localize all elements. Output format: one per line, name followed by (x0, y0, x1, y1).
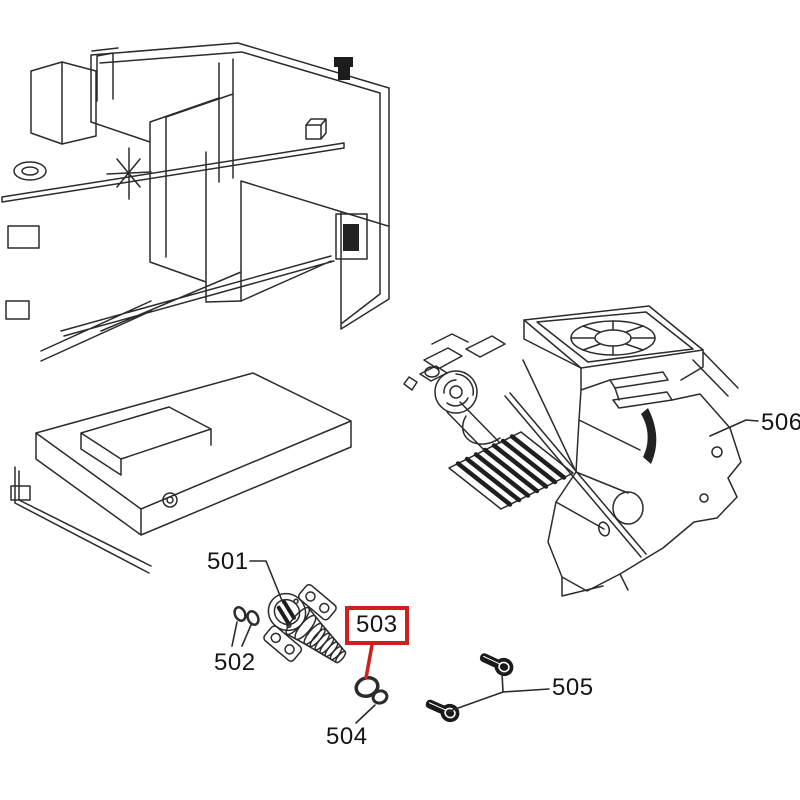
leader-line-503-highlight (364, 643, 374, 680)
o-rings-502-drawing (233, 606, 260, 626)
part-label-503-highlight-box: 503 (345, 606, 409, 645)
part-label-501: 501 (207, 548, 249, 575)
o-ring-503-drawing (354, 675, 380, 699)
o-ring-504-drawing (371, 689, 389, 705)
part-label-505: 505 (552, 674, 594, 701)
valve-drawing (263, 584, 347, 664)
chassis-assembly-drawing (1, 42, 390, 574)
part-label-506: 506 (761, 409, 800, 436)
leader-line-506 (709, 419, 759, 437)
screw-upper-drawing (479, 653, 514, 677)
roof-screw-knob (334, 57, 353, 80)
leader-line-504 (355, 704, 376, 724)
leader-line-502 (231, 621, 252, 647)
part-label-502: 502 (214, 649, 256, 676)
part-label-503: 503 (356, 611, 398, 638)
part-label-504: 504 (326, 723, 368, 750)
brew-unit-drawing (403, 305, 742, 597)
rib-hatching (455, 434, 567, 507)
leader-line-501 (249, 560, 284, 604)
leader-line-505 (446, 672, 550, 713)
screw-lower-drawing (425, 699, 460, 723)
